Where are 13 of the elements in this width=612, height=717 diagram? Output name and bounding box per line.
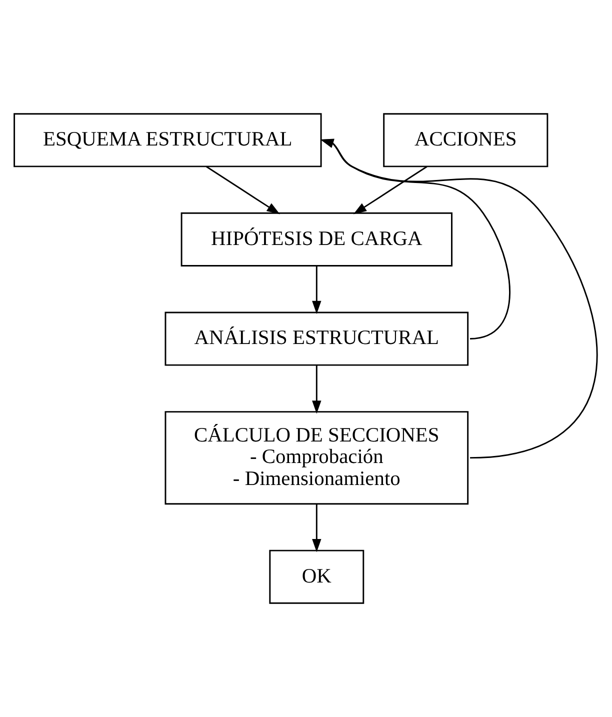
node-box: ANÁLISIS ESTRUCTURAL bbox=[164, 312, 469, 366]
node-box: ESQUEMA ESTRUCTURAL bbox=[14, 113, 322, 168]
arrow bbox=[312, 504, 322, 552]
node-box: HIPÓTESIS DE CARGA bbox=[180, 212, 452, 266]
node-box: OK bbox=[269, 550, 364, 604]
arrow bbox=[353, 166, 428, 214]
arrow bbox=[320, 139, 598, 459]
node-box: ACCIONES bbox=[383, 113, 548, 168]
arrow bbox=[320, 138, 510, 340]
arrow bbox=[312, 266, 322, 314]
arrow bbox=[312, 365, 322, 414]
node-box: CÁLCULO DE SECCIONES - Comprobación - Dimensionamiento bbox=[164, 411, 469, 505]
arrow bbox=[206, 166, 280, 214]
